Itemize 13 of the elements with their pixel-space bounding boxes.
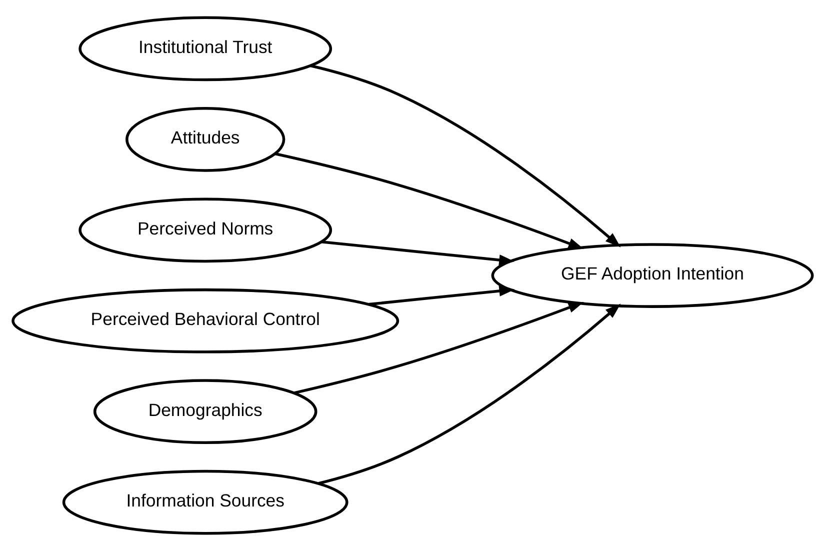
node-ellipse: Information Sources [62, 469, 348, 534]
node-ellipse: GEF Adoption Intention [491, 242, 814, 308]
arrow [274, 152, 584, 249]
node-ellipse: Attitudes [126, 106, 286, 172]
node-ellipse: Perceived Behavioral Control [12, 288, 400, 353]
node-ellipse: Institutional Trust [78, 16, 332, 81]
arrow [310, 64, 621, 247]
arrow [368, 285, 515, 306]
arrow [321, 240, 515, 265]
node-ellipse: Perceived Norms [78, 197, 332, 262]
node-ellipse: Demographics [93, 378, 318, 444]
arrow [318, 303, 621, 484]
arrow [294, 301, 584, 394]
